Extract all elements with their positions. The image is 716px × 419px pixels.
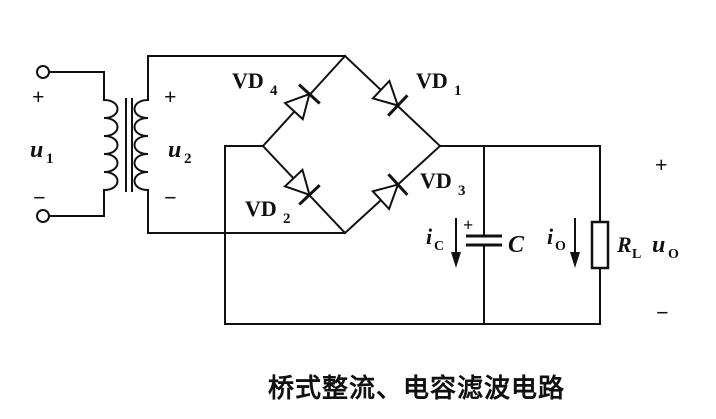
uo-label: u xyxy=(652,232,665,258)
io-subscript: O xyxy=(555,239,566,254)
input-plus-sign: + xyxy=(32,84,45,109)
secondary-minus-sign: − xyxy=(164,185,177,210)
io-label: i xyxy=(547,224,554,249)
primary-wire-bottom xyxy=(48,189,105,217)
vd2-label: VD xyxy=(245,196,277,221)
ic-subscript: C xyxy=(434,239,444,254)
ic-label: i xyxy=(426,224,433,249)
secondary-coil xyxy=(133,98,150,192)
input-terminal-bottom xyxy=(36,209,50,223)
diode-vd1 xyxy=(370,79,409,117)
vd2-subscript: 2 xyxy=(283,211,291,227)
vd3-subscript: 3 xyxy=(458,183,466,199)
primary-coil xyxy=(102,98,119,192)
output-plus-sign: + xyxy=(655,152,668,177)
diode-vd3 xyxy=(370,173,409,211)
capacitor-plus-sign: + xyxy=(463,215,473,235)
vd4-label: VD xyxy=(232,68,264,93)
u2-subscript: 2 xyxy=(184,151,192,167)
capacitor-current-arrow xyxy=(451,218,461,268)
secondary-wire-top xyxy=(147,55,346,101)
u1-label: u xyxy=(30,137,43,163)
diode-vd2 xyxy=(283,167,321,206)
u2-label: u xyxy=(168,137,181,163)
vd4-subscript: 4 xyxy=(270,83,278,99)
input-terminal-top xyxy=(36,65,50,79)
rl-label: R xyxy=(616,232,632,257)
vd1-subscript: 1 xyxy=(454,83,462,99)
output-minus-sign: − xyxy=(656,300,669,325)
u1-subscript: 1 xyxy=(46,151,54,167)
secondary-plus-sign: + xyxy=(164,84,177,109)
secondary-wire-bottom xyxy=(147,189,346,234)
output-negative-rail xyxy=(224,145,601,325)
diode-vd4 xyxy=(283,83,321,122)
output-positive-rail xyxy=(439,145,601,223)
capacitor-label: C xyxy=(508,232,525,258)
load-resistor xyxy=(590,220,610,270)
rl-subscript: L xyxy=(632,247,641,262)
load-current-arrow xyxy=(570,218,580,268)
uo-subscript: O xyxy=(668,247,679,262)
diagram-caption: 桥式整流、电容滤波电路 xyxy=(268,374,566,404)
vd3-label: VD xyxy=(420,168,452,193)
input-minus-sign: − xyxy=(33,185,46,210)
primary-wire-top xyxy=(48,71,105,101)
vd1-label: VD xyxy=(416,68,448,93)
